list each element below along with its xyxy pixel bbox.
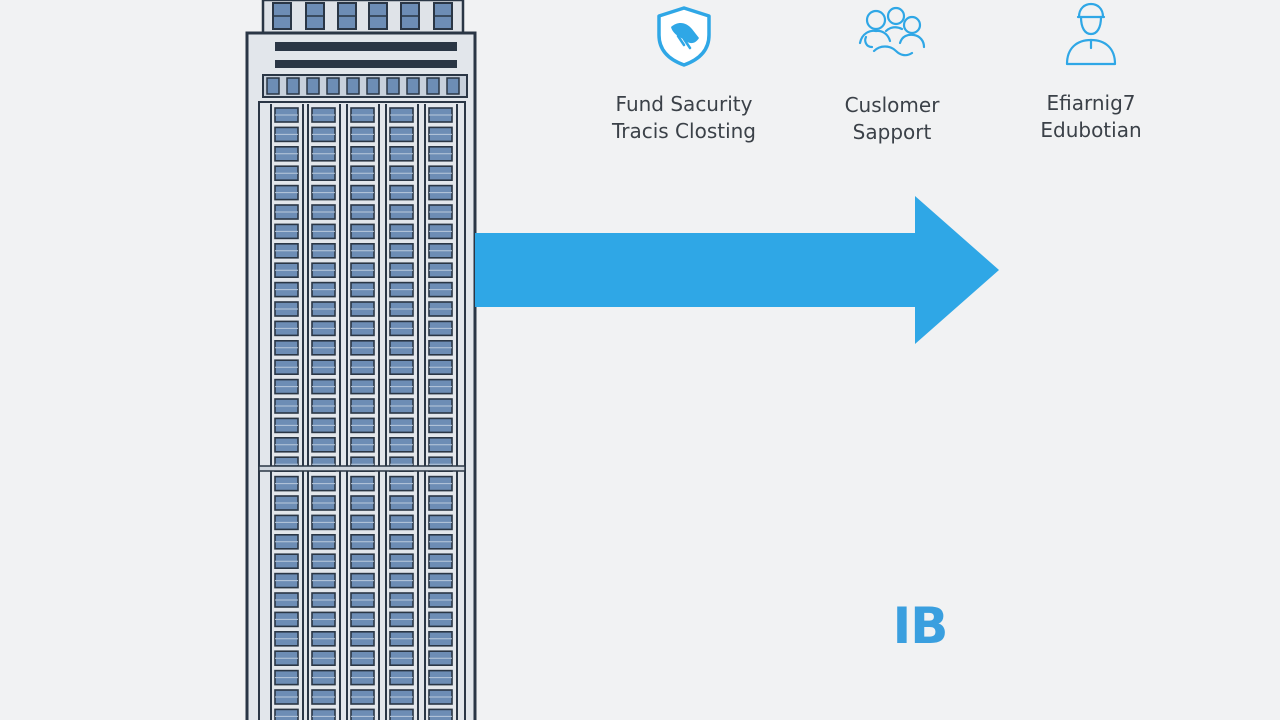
feature-label-line-1: Fund Sacurity [615, 92, 753, 116]
feature-fund-security: Fund Sacurity Tracis Closting [584, 0, 784, 145]
arrow-shape [475, 196, 999, 344]
feature-label-line-1: Cuslomer [844, 93, 940, 117]
growth-arrow [475, 196, 999, 344]
person-icon [1065, 2, 1117, 66]
skyscraper-illustration [245, 0, 477, 720]
ib-logo: IB [892, 597, 949, 655]
shield-icon [657, 6, 711, 67]
feature-label-line-1: Efiarnig7 [1046, 91, 1136, 115]
people-icon [858, 6, 926, 57]
feature-label-line-2: Edubotian [1040, 118, 1142, 142]
feature-customer-support: Cuslomer Sapport [792, 0, 992, 146]
feature-label-line-2: Sapport [852, 120, 932, 144]
feature-learning-education: Efiarnig7 Edubotian [991, 0, 1191, 144]
feature-label-line-2: Tracis Closting [611, 119, 757, 143]
